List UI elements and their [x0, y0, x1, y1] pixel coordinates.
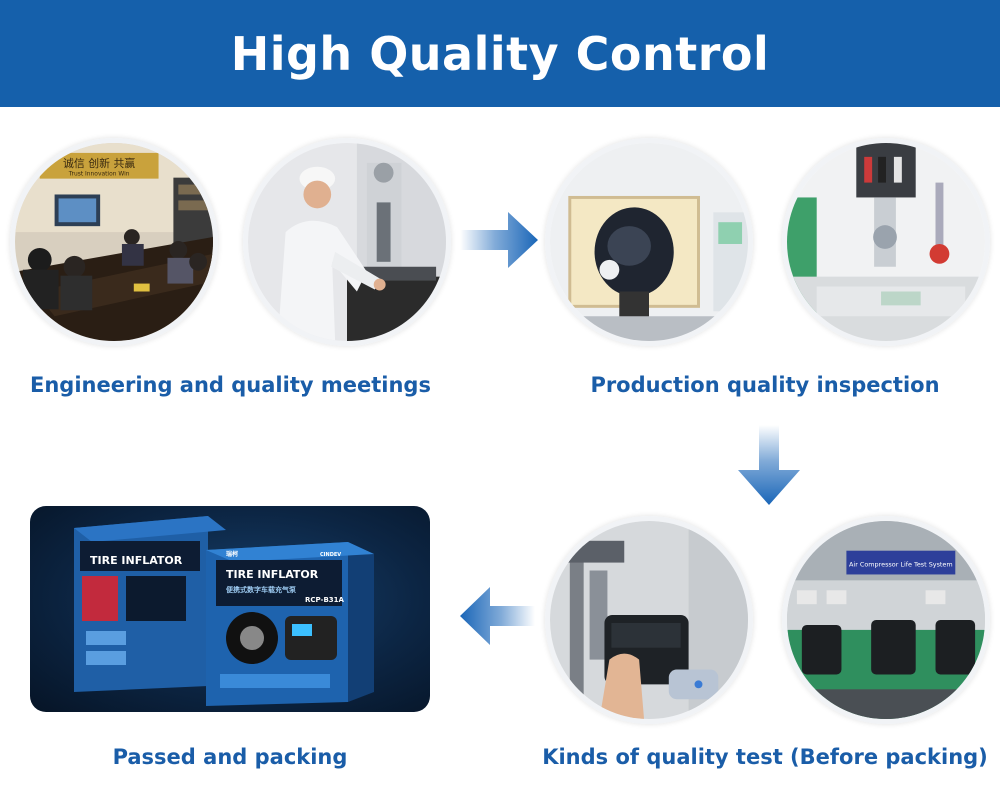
- caption-meetings: Engineering and quality meetings: [30, 373, 431, 397]
- arrow-down-icon: [738, 425, 800, 505]
- product-front-name: TIRE INFLATOR: [226, 568, 319, 581]
- page-title: High Quality Control: [230, 26, 770, 81]
- arrow-right-icon: [460, 210, 538, 270]
- photo-lab-equipment: [782, 138, 990, 346]
- lab-panel-label: Air Compressor Life Test System: [849, 561, 953, 569]
- product-subtitle: 便携式数字车载充气泵: [226, 585, 296, 594]
- product-brand: 瑞柯: [226, 550, 238, 558]
- product-model: RCP-B31A: [305, 596, 345, 604]
- arrow-left-icon: [460, 585, 535, 647]
- photo-life-test-system: Air Compressor Life Test System: [782, 516, 990, 724]
- meeting-wall-sign-en: Trust Innovation Win: [68, 171, 130, 178]
- product-packaging-image: TIRE INFLATOR TIRE INFLATOR 便携式数字车载充气泵 R…: [30, 506, 430, 712]
- caption-inspection: Production quality inspection: [590, 373, 940, 397]
- photo-test-chamber: [545, 138, 753, 346]
- meeting-wall-sign: 诚信 创新 共赢: [63, 156, 135, 170]
- photo-handheld-test: [545, 516, 753, 724]
- photo-meeting-room: 诚信 创新 共赢 Trust Innovation Win: [10, 138, 218, 346]
- caption-testing: Kinds of quality test (Before packing): [542, 745, 988, 769]
- product-back-name: TIRE INFLATOR: [90, 554, 183, 567]
- header-banner: High Quality Control: [0, 0, 1000, 107]
- caption-packing: Passed and packing: [112, 745, 348, 769]
- photo-inspection-operator: [243, 138, 451, 346]
- product-brand-en: CINDEV: [320, 552, 341, 558]
